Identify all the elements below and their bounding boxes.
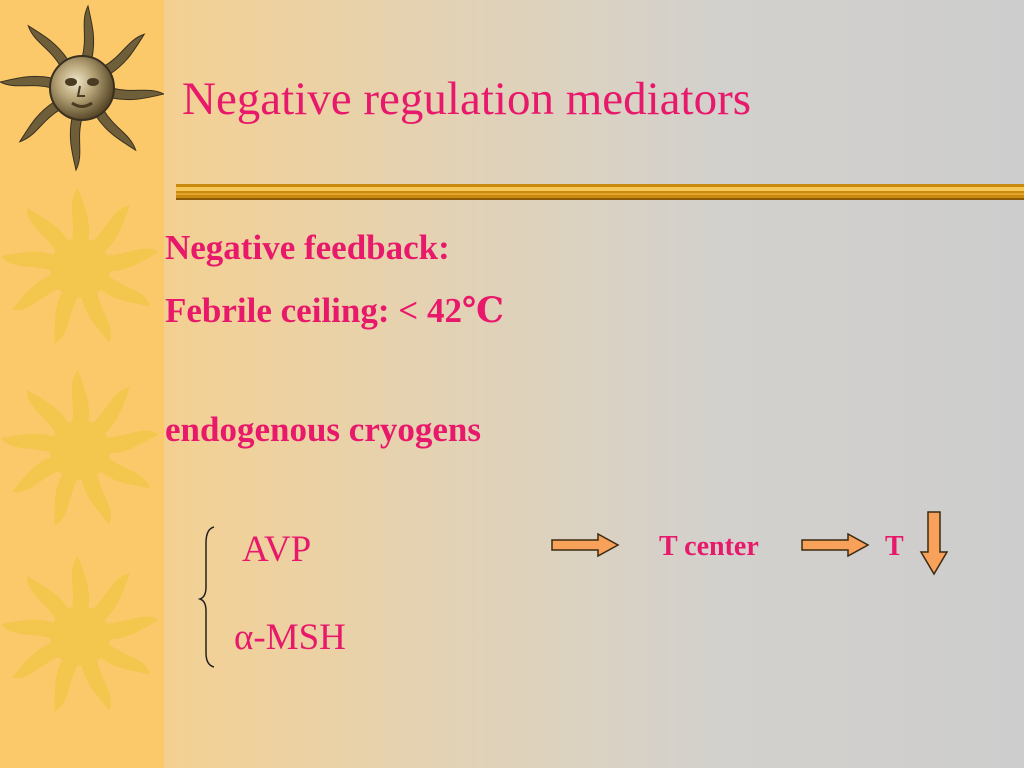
left-brace bbox=[198, 526, 215, 668]
negative-feedback-heading: Negative feedback: bbox=[165, 228, 450, 267]
sun-icon bbox=[0, 188, 159, 344]
slide-title: Negative regulation mediators bbox=[182, 73, 752, 125]
mediator-avp: AVP bbox=[242, 529, 312, 570]
t-result-label: T bbox=[885, 531, 904, 562]
mediator-alpha-msh: α-MSH bbox=[234, 617, 346, 658]
right-arrow-icon bbox=[801, 532, 870, 558]
sun-icon bbox=[0, 556, 159, 712]
sun-decorations bbox=[0, 4, 164, 712]
right-arrow-icon bbox=[551, 532, 620, 558]
sun-face-icon bbox=[0, 4, 164, 172]
title-divider bbox=[176, 184, 1024, 200]
febrile-ceiling-text: Febrile ceiling: < 42℃ bbox=[165, 291, 504, 330]
endogenous-cryogens-heading: endogenous cryogens bbox=[165, 410, 481, 449]
t-center-label: T center bbox=[659, 531, 759, 562]
sun-icon bbox=[0, 370, 159, 526]
down-arrow-icon bbox=[919, 511, 949, 576]
decorative-sidebar bbox=[0, 0, 164, 768]
